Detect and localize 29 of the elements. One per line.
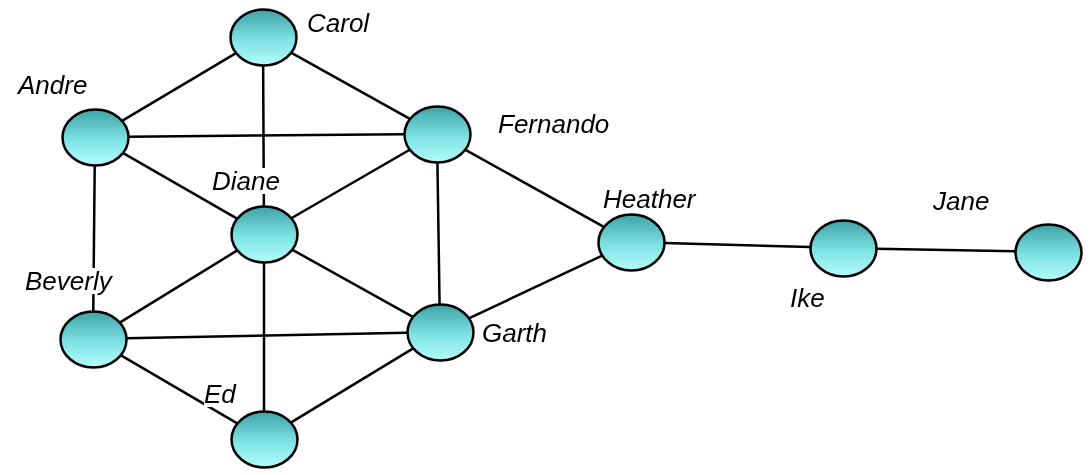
edge-line: [291, 248, 413, 318]
edge-line: [290, 148, 411, 220]
circle-node: [60, 107, 130, 167]
edge-line: [464, 148, 604, 228]
edge-line: [290, 347, 414, 424]
circle-node: [228, 7, 298, 67]
node-label: Beverly: [25, 268, 112, 294]
circle-node: [1013, 222, 1083, 282]
circle-node: [808, 218, 878, 278]
circle-node: [402, 104, 472, 164]
edge-line: [128, 133, 404, 138]
circle-node: [58, 309, 128, 369]
circle-node: [596, 212, 666, 272]
circle-node: [229, 409, 299, 469]
edge-line: [121, 52, 237, 122]
node-label: Diane: [212, 168, 280, 194]
edge-line: [875, 247, 1016, 253]
edge-line: [468, 254, 603, 320]
edge-line: [125, 331, 408, 340]
edge-line: [119, 249, 238, 324]
edge-line: [289, 51, 411, 120]
circle-node: [405, 302, 475, 362]
edge-line: [436, 161, 441, 305]
node-label: Ed: [204, 381, 236, 407]
edge-line: [121, 151, 238, 220]
edge-line: [262, 262, 266, 411]
edge-line: [119, 353, 238, 425]
edge-line: [663, 241, 811, 249]
circle-node: [229, 204, 299, 264]
